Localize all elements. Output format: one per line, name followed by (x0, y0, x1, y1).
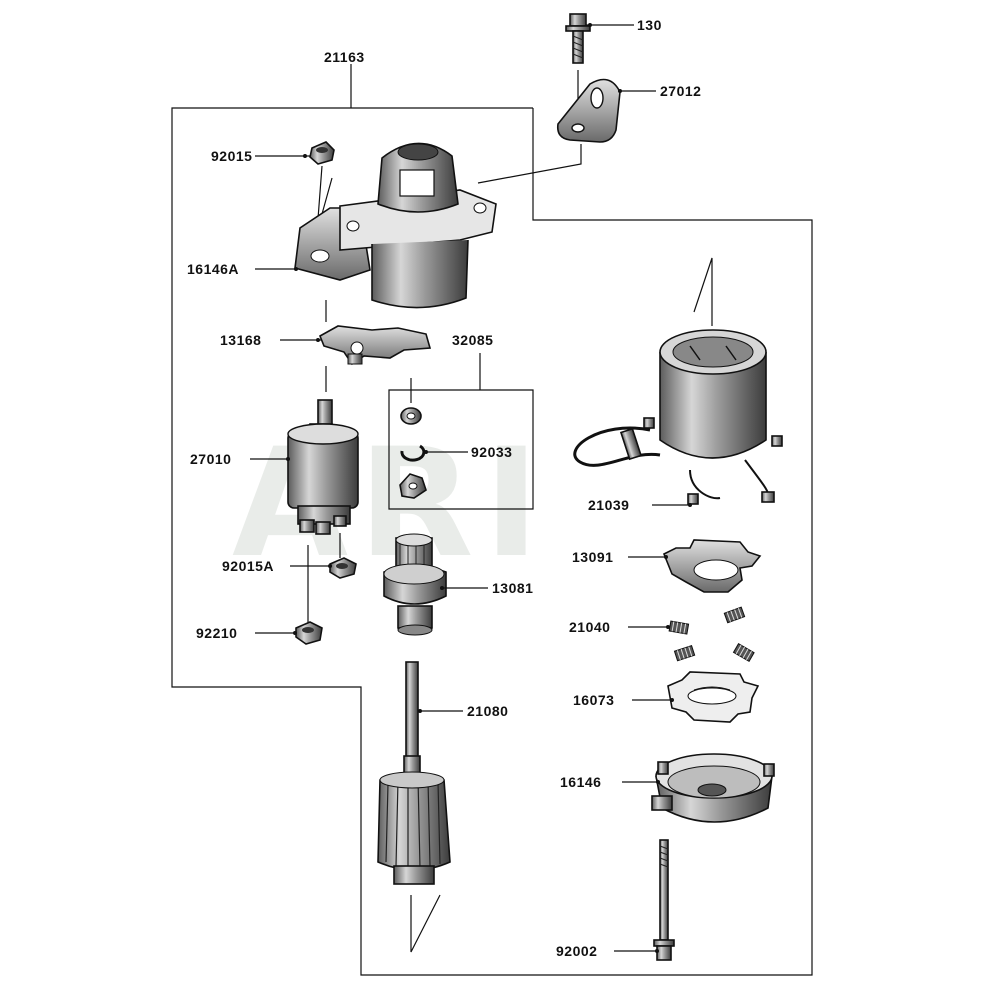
label-16073: 16073 (573, 692, 614, 708)
label-27010: 27010 (190, 451, 231, 467)
label-16146: 16146 (560, 774, 601, 790)
label-92210: 92210 (196, 625, 237, 641)
label-92002: 92002 (556, 943, 597, 959)
label-21040: 21040 (569, 619, 610, 635)
yoke-21039[interactable] (573, 329, 783, 505)
label-92015: 92015 (211, 148, 252, 164)
assembly-label: 21163 (324, 49, 365, 65)
nut-92015[interactable] (309, 141, 335, 165)
nut-92015A[interactable] (329, 557, 357, 579)
armature-21080[interactable] (377, 661, 451, 885)
solenoid-27010[interactable] (287, 399, 359, 535)
seal-ring[interactable] (400, 407, 422, 425)
snap-ring-92033[interactable] (400, 444, 426, 462)
label-13168: 13168 (220, 332, 261, 348)
label-92033: 92033 (471, 444, 512, 460)
assembly-outline (171, 107, 813, 976)
end-cover-16146[interactable] (651, 753, 775, 823)
label-21080: 21080 (467, 703, 508, 719)
label-130: 130 (637, 17, 662, 33)
label-21039: 21039 (588, 497, 629, 513)
label-13081: 13081 (492, 580, 533, 596)
plate-16073[interactable] (667, 671, 760, 723)
label-16146A: 16146A (187, 261, 239, 277)
watermark: ARI (232, 417, 549, 591)
label-13091: 13091 (572, 549, 613, 565)
stopper-ring[interactable] (399, 473, 427, 499)
springs-21040[interactable] (668, 606, 755, 663)
lever-13168[interactable] (318, 325, 432, 366)
label-27012: 27012 (660, 83, 701, 99)
brush-holder-13091[interactable] (662, 539, 762, 593)
label-92015A: 92015A (222, 558, 274, 574)
bracket-27012[interactable] (556, 78, 621, 143)
housing-16146A[interactable] (294, 142, 497, 309)
kit-label: 32085 (452, 332, 493, 348)
through-bolt-92002[interactable] (653, 839, 675, 961)
nut-92210[interactable] (295, 621, 323, 645)
bolt-130[interactable] (565, 13, 591, 64)
pinion-13081[interactable] (383, 533, 447, 636)
